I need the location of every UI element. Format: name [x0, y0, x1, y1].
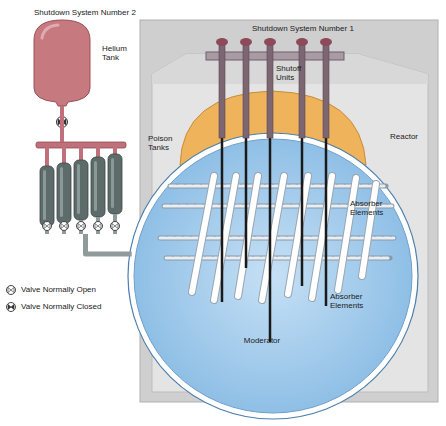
valve-symbol: [7, 303, 16, 312]
node-label: Poison Tanks: [148, 134, 184, 152]
calandria-vessel: Moderator: [127, 132, 419, 420]
horizontal-tubes: [160, 186, 394, 258]
injection-nozzles: [192, 176, 376, 300]
node-outline: [127, 132, 419, 420]
pipe-connector: [86, 234, 132, 254]
legend-valve-symbol: [5, 284, 17, 296]
system-title: Shutdown System Number 1: [252, 24, 354, 33]
building-roof: [152, 54, 428, 84]
valve-symbol: [77, 222, 86, 231]
helium-valve: [57, 117, 68, 128]
node-label: Moderator: [227, 336, 297, 345]
pipe-connector: [60, 106, 64, 142]
legend-valve-symbol: [5, 301, 17, 313]
system-title: Shutdown System Number 2: [34, 8, 136, 17]
valve-symbol: [43, 222, 52, 231]
part-label: Reactor: [390, 132, 418, 141]
part-label: Shutoff Units: [276, 64, 304, 82]
valve-symbol: [7, 286, 16, 295]
node-outline: [30, 18, 94, 106]
node-label: Helium Tank: [102, 44, 134, 62]
shutoff-rods: [222, 132, 326, 342]
legend-item: Valve Normally Open: [5, 284, 96, 296]
valve-symbol: [111, 222, 120, 231]
valve-symbol: [94, 222, 103, 231]
helium-tank: Helium Tank: [30, 18, 94, 106]
legend-item: Valve Normally Closed: [5, 301, 101, 313]
node-outline: [36, 140, 126, 234]
valve-symbol: [60, 222, 69, 231]
poison-tanks: Poison Tanks: [36, 140, 126, 234]
legend-text: Valve Normally Open: [21, 285, 96, 294]
shutoff-unit-drives: [206, 38, 344, 138]
legend-text: Valve Normally Closed: [21, 302, 101, 311]
